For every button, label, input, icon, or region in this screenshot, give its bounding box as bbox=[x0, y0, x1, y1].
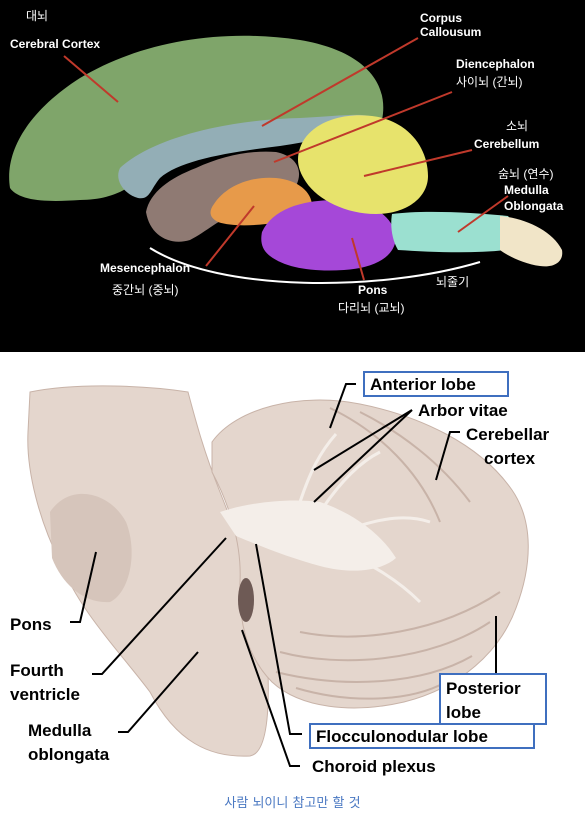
label-diencephalon-ko: 사이뇌 (간뇌) bbox=[456, 75, 523, 89]
label-pons-ko: 다리뇌 (교뇌) bbox=[338, 301, 405, 315]
arbor-vitae-branches bbox=[298, 433, 431, 604]
label-pons: Pons bbox=[358, 283, 388, 297]
label-posterior-line2: lobe bbox=[446, 703, 481, 722]
label-cerebellar-line2: cortex bbox=[484, 449, 536, 468]
cerebellum-photo-diagram: Anterior lobe Arbor vitae Cerebellar cor… bbox=[0, 352, 585, 782]
label-fourth-line1: Fourth bbox=[10, 661, 64, 680]
label-cerebellum: Cerebellum bbox=[474, 137, 539, 151]
colored-brain-diagram: 대뇌 Cerebral Cortex Corpus Callousum Dien… bbox=[0, 0, 585, 352]
leader-lines bbox=[63, 37, 509, 281]
arbor-vitae-white-matter bbox=[220, 500, 396, 571]
pons-shade bbox=[50, 493, 132, 603]
label-cerebellar-line1: Cerebellar bbox=[466, 425, 550, 444]
label-anterior-lobe: Anterior lobe bbox=[370, 375, 476, 394]
choroid-plexus-dark-area bbox=[238, 578, 254, 622]
label-mesencephalon-ko: 중간뇌 (중뇌) bbox=[112, 283, 179, 297]
label-arbor-vitae: Arbor vitae bbox=[418, 401, 508, 420]
label-sonoe: 소뇌 bbox=[506, 119, 528, 133]
brain-diagram-svg: 대뇌 Cerebral Cortex Corpus Callousum Dien… bbox=[9, 9, 564, 315]
label-cerebral-cortex: Cerebral Cortex bbox=[10, 37, 100, 51]
label-daenoe: 대뇌 bbox=[26, 9, 48, 23]
label-choroid-plexus: Choroid plexus bbox=[312, 757, 436, 776]
label-pons-bottom: Pons bbox=[10, 615, 52, 634]
spinal-cord-region bbox=[500, 216, 563, 267]
bottom-leader-lines bbox=[70, 383, 497, 767]
posterior-lobe-box bbox=[439, 673, 547, 725]
cerebrum-region bbox=[9, 35, 384, 201]
label-posterior-line1: Posterior bbox=[446, 679, 521, 698]
label-diencephalon: Diencephalon bbox=[456, 57, 535, 71]
flocculonodular-lobe-box bbox=[309, 723, 535, 749]
cerebellar-folia bbox=[275, 407, 501, 700]
label-medulla-line1: Medulla bbox=[504, 183, 549, 197]
brainstem-arc bbox=[149, 247, 481, 284]
caption-note: 사람 뇌이니 참고만 할 것 bbox=[224, 796, 361, 811]
label-corpus-line1: Corpus bbox=[420, 11, 462, 25]
label-medulla-bottom-line2: oblongata bbox=[28, 745, 110, 764]
medulla-region bbox=[391, 211, 514, 253]
pons-region bbox=[261, 200, 396, 271]
anterior-lobe-box bbox=[363, 371, 509, 397]
label-medulla-bottom-line1: Medulla bbox=[28, 721, 92, 740]
label-mesencephalon: Mesencephalon bbox=[100, 261, 190, 275]
label-medulla-line2: Oblongata bbox=[504, 199, 564, 213]
label-corpus-line2: Callousum bbox=[420, 25, 481, 39]
label-sumnoe: 숨뇌 (연수) bbox=[498, 167, 554, 181]
cerebellum-diagram-svg: Anterior lobe Arbor vitae Cerebellar cor… bbox=[10, 371, 550, 776]
label-fourth-line2: ventricle bbox=[10, 685, 80, 704]
label-flocculonodular: Flocculonodular lobe bbox=[316, 727, 488, 746]
label-brainstem-ko: 뇌줄기 bbox=[436, 275, 469, 289]
